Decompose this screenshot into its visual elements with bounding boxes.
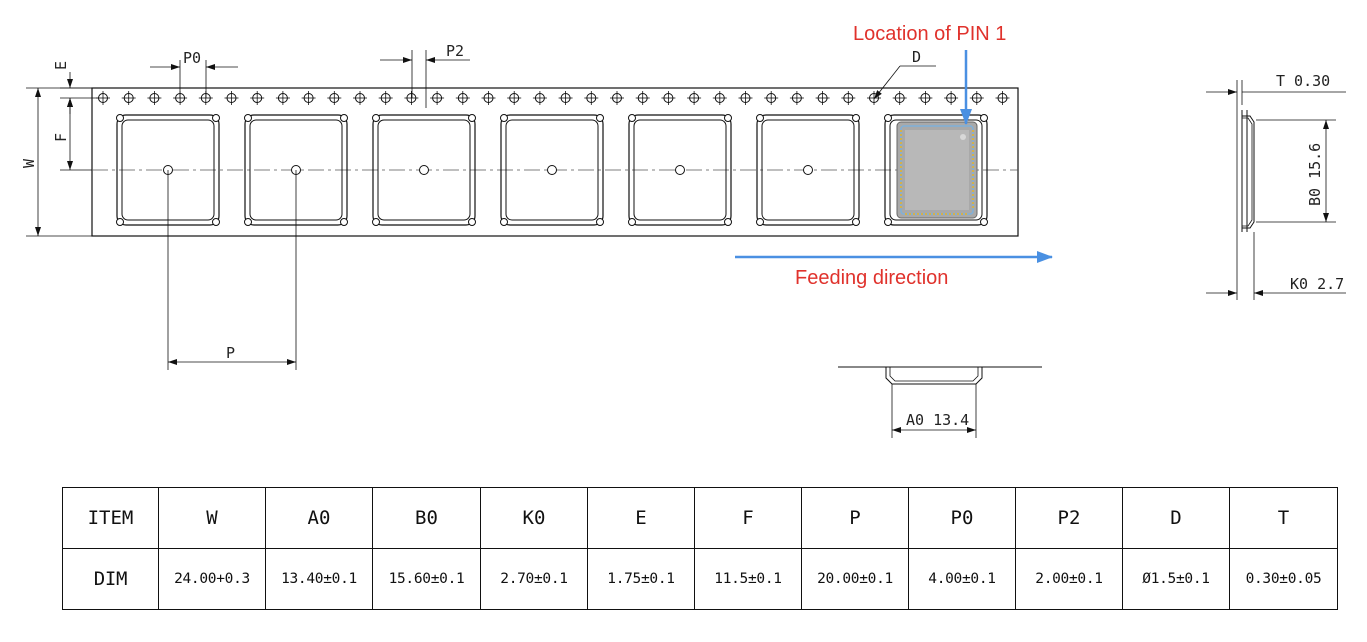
e-label: E xyxy=(52,61,70,70)
sprocket-hole xyxy=(224,91,239,105)
sprocket-hole xyxy=(918,91,933,105)
col-p-header: P xyxy=(801,487,909,549)
sprocket-hole xyxy=(661,91,676,105)
f-label: F xyxy=(52,133,70,142)
col-item-header: ITEM xyxy=(62,487,159,549)
sprocket-hole xyxy=(584,91,599,105)
header-row: ITEM W A0 B0 K0 E F P P0 P2 D T xyxy=(62,487,1338,549)
tape-drawing: P0 P2 E F W P D Locati xyxy=(20,23,1346,438)
side-view: T 0.30 B0 15.6 K0 2.7 xyxy=(1206,72,1346,300)
sprocket-hole xyxy=(841,91,856,105)
col-a0-header: A0 xyxy=(265,487,373,549)
sprocket-hole xyxy=(892,91,907,105)
sprocket-hole xyxy=(712,91,727,105)
val-item: DIM xyxy=(62,548,159,610)
p-label: P xyxy=(226,344,235,362)
bottom-view: A0 13.4 xyxy=(838,366,1042,438)
pocket xyxy=(628,114,732,226)
sprocket-hole xyxy=(635,91,650,105)
val-k0: 2.70±0.1 xyxy=(480,548,588,610)
w-dimension: W xyxy=(20,87,92,237)
sprocket-hole xyxy=(944,91,959,105)
p-dimension: P xyxy=(167,170,297,370)
pockets xyxy=(116,114,988,226)
col-b0-header: B0 xyxy=(372,487,481,549)
val-a0: 13.40±0.1 xyxy=(265,548,373,610)
sprocket-hole xyxy=(558,91,573,105)
value-row: DIM 24.00+0.3 13.40±0.1 15.60±0.1 2.70±0… xyxy=(62,548,1338,610)
pocket xyxy=(756,114,860,226)
col-f-header: F xyxy=(694,487,802,549)
sprocket-hole xyxy=(121,91,136,105)
val-p2: 2.00±0.1 xyxy=(1015,548,1123,610)
sprocket-hole xyxy=(481,91,496,105)
d-label: D xyxy=(912,48,921,66)
sprocket-hole xyxy=(327,91,342,105)
col-w-header: W xyxy=(158,487,266,549)
sprocket-hole xyxy=(404,91,419,105)
sprocket-hole xyxy=(532,91,547,105)
t-label: T 0.30 xyxy=(1276,72,1330,90)
module-chip xyxy=(896,121,978,219)
b0-label: B0 15.6 xyxy=(1306,143,1324,206)
sprocket-hole xyxy=(738,91,753,105)
val-d: Ø1.5±0.1 xyxy=(1122,548,1230,610)
k0-label: K0 2.7 xyxy=(1290,275,1344,293)
col-p2-header: P2 xyxy=(1015,487,1123,549)
a0-label: A0 13.4 xyxy=(906,411,969,429)
col-k0-header: K0 xyxy=(480,487,588,549)
val-t: 0.30±0.05 xyxy=(1229,548,1338,610)
sprocket-hole xyxy=(610,91,624,105)
val-w: 24.00+0.3 xyxy=(158,548,266,610)
spec-table: ITEM W A0 B0 K0 E F P P0 P2 D T DIM 24.0… xyxy=(62,487,1338,610)
w-label: W xyxy=(20,158,38,168)
sprocket-hole xyxy=(430,91,445,105)
pocket xyxy=(884,114,988,226)
val-f: 11.5±0.1 xyxy=(694,548,802,610)
sprocket-holes xyxy=(96,91,1010,105)
pocket xyxy=(500,114,604,226)
col-d-header: D xyxy=(1122,487,1230,549)
feed-label: Feeding direction xyxy=(795,267,948,289)
val-e: 1.75±0.1 xyxy=(587,548,695,610)
val-p0: 4.00±0.1 xyxy=(908,548,1016,610)
sprocket-hole xyxy=(764,91,779,105)
col-p0-header: P0 xyxy=(908,487,1016,549)
sprocket-hole xyxy=(353,91,367,105)
sprocket-hole xyxy=(507,91,522,105)
val-b0: 15.60±0.1 xyxy=(372,548,481,610)
sprocket-hole xyxy=(96,91,110,105)
sprocket-hole xyxy=(301,91,316,105)
sprocket-hole xyxy=(147,91,162,105)
sprocket-hole xyxy=(455,91,470,105)
col-e-header: E xyxy=(587,487,695,549)
sprocket-hole xyxy=(815,91,830,105)
e-dimension: E xyxy=(52,61,98,114)
d-leader: D xyxy=(873,48,936,100)
val-p: 20.00±0.1 xyxy=(801,548,909,610)
tape-outline xyxy=(91,87,1019,237)
sprocket-hole xyxy=(687,91,702,105)
p2-dimension: P2 xyxy=(380,42,470,108)
pocket xyxy=(372,114,476,226)
sprocket-hole xyxy=(275,91,290,105)
p0-dimension: P0 xyxy=(150,49,238,98)
sprocket-hole xyxy=(250,91,265,105)
sprocket-hole xyxy=(789,91,804,105)
sprocket-hole xyxy=(969,91,984,105)
pin1-label: Location of PIN 1 xyxy=(853,23,1006,45)
p0-label: P0 xyxy=(183,49,201,67)
f-dimension: F xyxy=(52,98,73,170)
sprocket-hole xyxy=(995,91,1010,105)
col-t-header: T xyxy=(1229,487,1338,549)
sprocket-hole xyxy=(378,91,393,105)
p2-label: P2 xyxy=(446,42,464,60)
